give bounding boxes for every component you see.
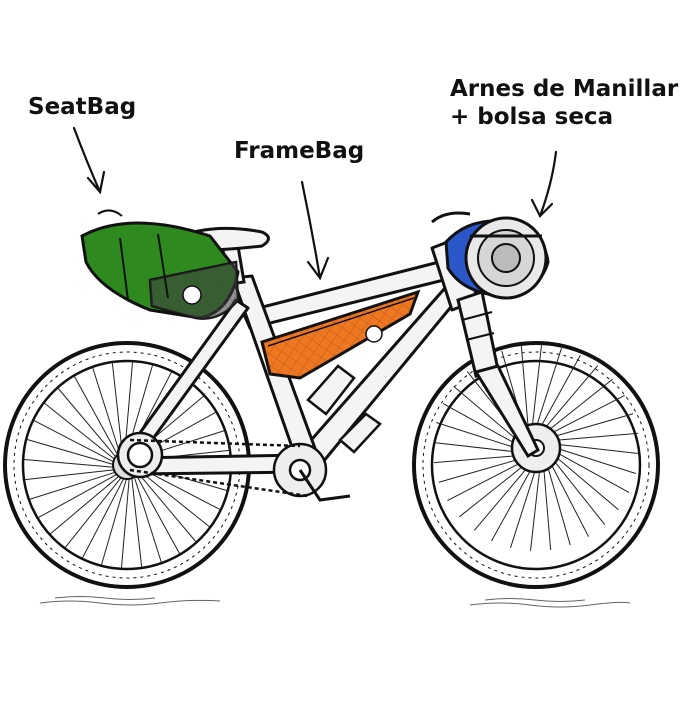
seatbag-arrow-icon [72,126,106,195]
spoke [57,388,118,459]
spoke [552,413,634,438]
seatbag [80,209,240,320]
spoke [529,467,541,551]
spoke [555,451,630,493]
spoke [543,365,599,430]
bike-frame [122,236,480,476]
spoke [433,441,517,453]
spoke [135,473,180,554]
spoke [442,403,517,445]
spoke [535,348,562,429]
spoke [543,466,552,550]
ground-shadow [39,596,631,608]
spoke [539,354,581,429]
spoke [552,458,606,525]
spoke [531,345,543,429]
spoke [555,443,639,455]
handlebar-arrow-icon [530,150,558,218]
handlebar-harness-label: Arnes de Manillar + bolsa seca [450,75,678,131]
spoke [44,402,117,461]
spoke [27,439,116,466]
spoke [554,455,619,511]
spoke [549,395,625,435]
handlebar-harness [431,211,550,300]
spoke [436,422,517,449]
drivetrain [116,431,351,502]
spoke [473,466,529,531]
spoke [510,467,537,548]
spoke [453,385,518,441]
spoke [554,432,638,441]
spoke [64,475,123,548]
front-fork [456,290,540,459]
handlebar-label-line1: Arnes de Manillar [450,76,679,102]
spoke [546,464,571,546]
framebag [260,289,421,380]
spoke [136,471,197,542]
spoke [50,474,121,535]
spoke [137,469,210,528]
spoke [549,461,589,537]
spoke [101,476,128,565]
spoke [131,476,143,568]
spoke [24,458,116,468]
spoke [459,464,526,518]
spoke [111,362,123,454]
spoke [38,473,119,518]
spoke [33,420,116,464]
framebag-arrow-icon [300,180,330,281]
handlebar-label-line2: + bolsa seca [450,104,614,130]
spoke [491,467,533,542]
spoke [133,474,162,563]
spoke [82,476,126,559]
spoke [120,476,130,568]
seatbag-label: SeatBag [28,94,137,120]
spoke [520,346,529,430]
water-bottles [306,364,382,454]
spoke [555,447,636,474]
spoke [92,367,121,456]
spoke [546,378,613,432]
spoke [434,455,518,464]
spoke [29,471,118,500]
spoke [438,458,520,483]
framebag-label: FrameBag [234,138,365,164]
spoke [74,376,119,457]
spoke [24,469,116,481]
spoke [447,461,523,501]
